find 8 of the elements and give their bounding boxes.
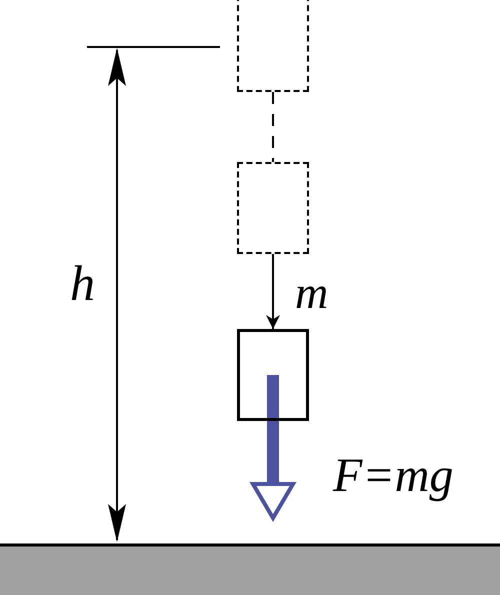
connector — [266, 254, 280, 329]
mass-box — [237, 329, 309, 421]
ghost-position-box — [237, 162, 309, 254]
connector — [272, 92, 274, 162]
force-label: F=mg — [333, 452, 454, 500]
mass-label: m — [295, 270, 328, 316]
height-label: h — [70, 258, 95, 308]
ghost-position-box — [237, 0, 309, 92]
